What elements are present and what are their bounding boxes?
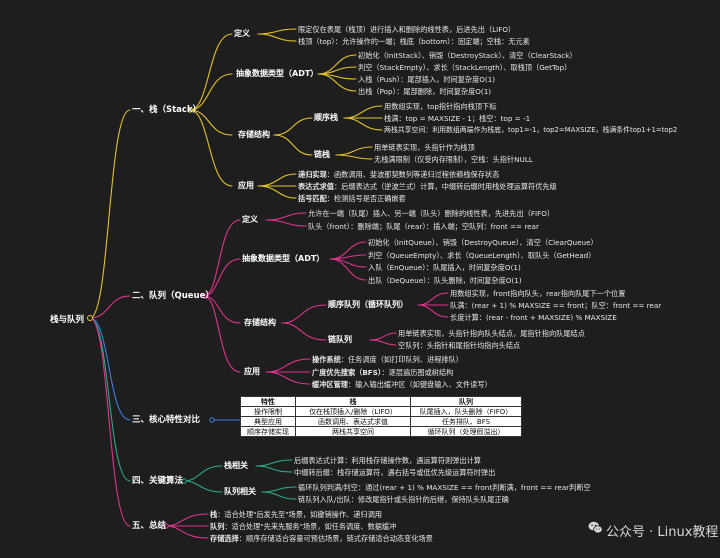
stack-seq-item: 栈满：top = MAXSIZE - 1；栈空：top = -1	[384, 114, 531, 123]
queue-adt-item: 判空（QueueEmpty）、求长（QueueLength）、取队头（GetHe…	[368, 251, 596, 260]
table-row: 操作限制 仅在栈顶插入/删除（LIFO） 队尾插入，队头删除（FIFO）	[240, 406, 522, 417]
queue-link-label: 链队列	[328, 335, 352, 344]
compare-table: 特性 栈 队列 操作限制 仅在栈顶插入/删除（LIFO） 队尾插入，队头删除（F…	[240, 396, 522, 437]
branch-stack-title: 一、栈（Stack）	[132, 105, 202, 115]
stack-link-item: 用单链表实现，头指针作为栈顶	[374, 143, 475, 152]
stack-link-label: 链栈	[314, 150, 330, 159]
stack-adt-item: 初始化（InitStack）、销毁（DestroyStack）、清空（Clear…	[358, 51, 577, 60]
watermark-text: 公众号 · Linux教程	[606, 525, 719, 540]
table-row: 顺序存储实现 两栈共享空间 循环队列（处理假溢出）	[240, 426, 522, 437]
queue-seq-item: 用数组实现，front指向队头，rear指向队尾下一个位置	[450, 289, 626, 298]
table-cell: 队尾插入，队头删除（FIFO）	[410, 406, 522, 417]
branch-compare-title: 三、核心特性对比	[132, 415, 201, 425]
summary-item: 存储选择：顺序存储适合容量可预估场景，链式存储适合动态变化场景	[210, 534, 433, 543]
queue-seq-label: 顺序队列（循环队列）	[328, 300, 408, 309]
wechat-icon	[588, 521, 603, 534]
queue-link-item: 空队列：头指针和尾指针均指向头结点	[398, 341, 521, 350]
table-header-row: 特性 栈 队列	[240, 396, 522, 407]
stack-app-item: 括号匹配：检测括号是否正确嵌套	[298, 194, 406, 203]
table-cell: 任务排队、BFS	[410, 416, 522, 427]
queue-def-label: 定义	[242, 215, 258, 224]
queue-app-item: 广度优先搜索（BFS）：逐层遍历图或树结构	[312, 368, 454, 377]
stack-adt-label: 抽象数据类型（ADT）	[236, 69, 319, 78]
stack-def-item: 栈顶（top）：允许操作的一端；栈底（bottom）：固定端；空栈：无元素	[298, 37, 530, 46]
table-row: 典型应用 函数调用、表达式求值 任务排队、BFS	[240, 416, 522, 427]
queue-app-label: 应用	[244, 367, 260, 376]
stack-app-item: 表达式求值：后缀表达式（逆波兰式）计算，中缀转后缀时用栈处理运算符优先级	[298, 182, 557, 191]
table-cell: 操作限制	[240, 406, 296, 417]
stack-adt-item: 出栈（Pop）：尾部删除，时间复杂度O(1)	[358, 87, 492, 96]
stack-def-label: 定义	[234, 29, 250, 38]
queue-seq-item: 长度计算：(rear - front + MAXSIZE) % MAXSIZE	[450, 313, 617, 322]
queue-adt-item: 出队（DeQueue）：队头删除，时间复杂度O(1)	[368, 276, 522, 285]
stack-seq-item: 两栈共享空间：利用数组两端作为栈底，top1=-1，top2=MAXSIZE，栈…	[384, 126, 678, 134]
branch-algo-title: 四、关键算法	[132, 476, 184, 486]
stack-def-item: 限定仅在表尾（栈顶）进行插入和删除的线性表，后进先出（LIFO）	[298, 25, 516, 34]
summary-item: 栈：适合处理"后发先至"场景，如撤销操作、递归调用	[210, 510, 382, 519]
stack-app-item: 递归实现：函数调用、斐波那契数列等递归过程依赖栈保存状态	[298, 170, 500, 179]
queue-def-item: 队头（front）：删除端；队尾（rear）：插入端；空队列：front == …	[308, 222, 539, 231]
stack-seq-item: 用数组实现，top指针指向栈顶下标	[384, 102, 497, 111]
algo-stack-item: 中缀转后缀：栈存储运算符，遇右括号或低优先级运算符时弹出	[294, 468, 496, 477]
stack-seq-label: 顺序栈	[314, 113, 338, 122]
queue-adt-item: 入队（EnQueue）：队尾插入，时间复杂度O(1)	[368, 263, 521, 272]
algo-queue-item: 链队列入队/出队：修改尾指针或头指针的后继，保持队头队尾正确	[298, 495, 509, 504]
queue-link-item: 用单链表实现，头指针指向队头结点，尾指针指向队尾结点	[398, 329, 585, 338]
branch-summary-title: 五、总结	[132, 521, 167, 531]
algo-stack-item: 后缀表达式计算：利用栈存储操作数，遇运算符则弹出计算	[294, 456, 481, 465]
table-cell: 函数调用、表达式求值	[295, 416, 411, 427]
branch-queue-title: 二、队列（Queue）	[132, 291, 214, 301]
queue-adt-item: 初始化（InitQueue）、销毁（DestroyQueue）、清空（Clear…	[368, 238, 598, 247]
table-cell: 两栈共享空间	[295, 426, 411, 437]
algo-stack-label: 栈相关	[224, 461, 248, 470]
table-cell: 顺序存储实现	[240, 426, 296, 437]
table-header: 栈	[295, 396, 411, 407]
table-header: 特性	[240, 396, 296, 407]
table-cell: 循环队列（处理假溢出）	[410, 426, 522, 437]
algo-queue-label: 队列相关	[224, 487, 256, 496]
queue-def-item: 允许在一端（队尾）插入、另一端（队头）删除的线性表，先进先出（FIFO）	[308, 209, 555, 218]
stack-adt-item: 判空（StackEmpty）、求长（StackLength）、取栈顶（GetTo…	[358, 63, 572, 72]
algo-queue-item: 循环队列判满/判空：通过(rear + 1) % MAXSIZE == fron…	[298, 483, 591, 492]
stack-storage-label: 存储结构	[238, 130, 270, 139]
queue-app-item: 缓冲区管理：输入输出缓冲区（如键盘输入、文件读写）	[312, 380, 492, 389]
root-node: 栈与队列	[50, 315, 85, 325]
queue-seq-item: 队满：(rear + 1) % MAXSIZE == front；队空：fron…	[450, 301, 662, 310]
queue-app-item: 操作系统：任务调度（如打印队列、进程排队）	[312, 355, 463, 364]
stack-adt-item: 入栈（Push）：尾部插入，时间复杂度O(1)	[358, 75, 496, 84]
stack-app-label: 应用	[238, 181, 254, 190]
table-cell: 典型应用	[240, 416, 296, 427]
stack-link-item: 无栈满限制（仅受内存限制），空栈：头指针NULL	[374, 155, 533, 164]
table-header: 队列	[410, 396, 522, 407]
table-cell: 仅在栈顶插入/删除（LIFO）	[295, 406, 411, 417]
summary-item: 队列：适合处理"先来先服务"场景，如任务调度、数据缓冲	[210, 522, 397, 531]
queue-storage-label: 存储结构	[244, 318, 276, 327]
queue-adt-label: 抽象数据类型（ADT）	[242, 254, 325, 263]
